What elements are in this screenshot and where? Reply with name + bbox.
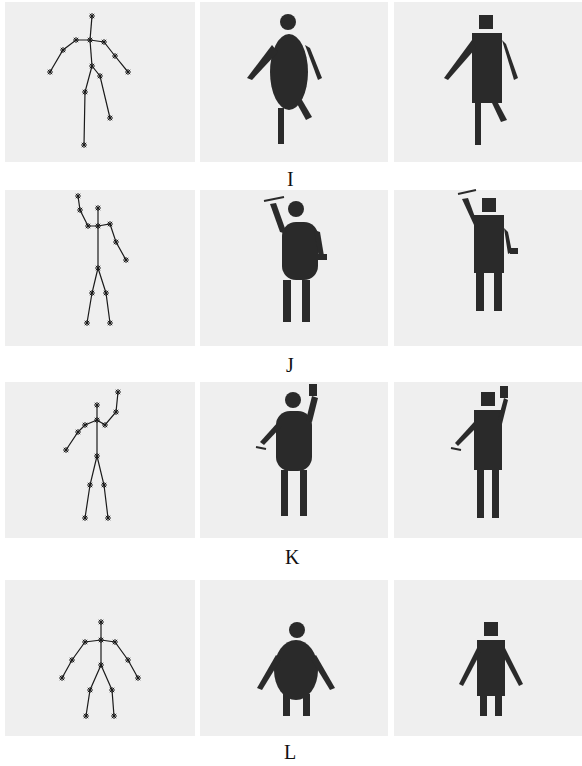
blocky-silhouette: [444, 15, 518, 145]
skeleton-figure: [59, 619, 141, 719]
skeleton-figure: [47, 13, 131, 148]
skeleton-figure: [75, 193, 129, 326]
panel-backgrounds: [5, 2, 582, 736]
row-label: J: [286, 354, 294, 376]
row-label: K: [285, 546, 299, 568]
rounded-silhouette: [256, 384, 318, 516]
rounded-silhouette: [264, 197, 327, 322]
blocky-silhouette: [458, 190, 518, 311]
blocky-silhouette: [451, 386, 508, 518]
skeleton-figure: [63, 389, 121, 521]
rounded-silhouette: [257, 622, 335, 716]
row-label: I: [287, 168, 294, 190]
blocky-silhouette: [459, 622, 523, 716]
row-label: L: [284, 741, 296, 763]
rounded-silhouette: [247, 14, 322, 144]
